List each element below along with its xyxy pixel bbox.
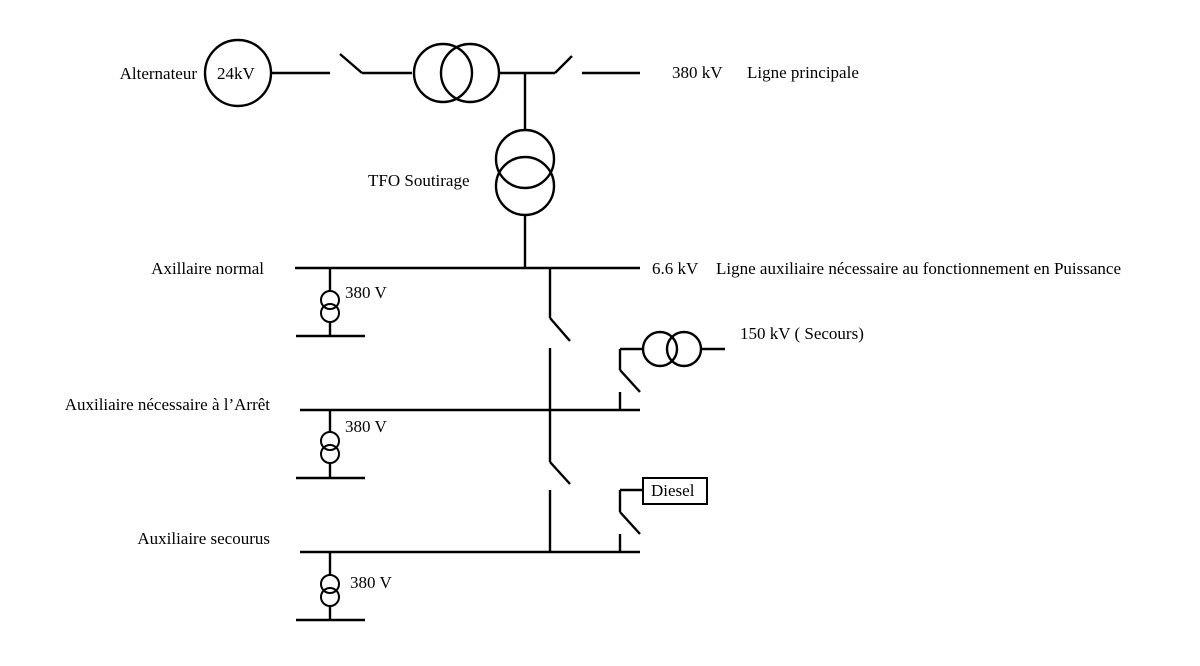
bus-normal-sub-voltage: 380 V	[345, 283, 387, 302]
bus-normal: Axillaire normal 6.6 kV Ligne auxiliaire…	[151, 259, 1121, 338]
bus-stop: Auxiliaire nécessaire à l’Arrêt 380 V	[65, 395, 640, 480]
bus-backup-label: Auxiliaire secourus	[137, 529, 270, 548]
diesel-breaker	[619, 511, 641, 535]
backup-transformer-secondary-coil	[665, 330, 703, 368]
bus-normal-transformer-coil	[320, 303, 340, 323]
bus-coupling	[548, 268, 571, 552]
tap-transformer-secondary-coil	[494, 155, 556, 217]
tap-transformer-primary-coil	[494, 128, 556, 190]
bus-backup: Auxiliaire secourus 380 V	[137, 529, 640, 622]
tap-transformer: TFO Soutirage	[368, 73, 556, 268]
line-breaker	[554, 55, 573, 74]
aux-line-voltage: 6.6 kV	[652, 259, 699, 278]
bus-normal-label: Axillaire normal	[151, 259, 264, 278]
main-transformer	[412, 42, 501, 104]
coupling-breaker-2	[549, 461, 571, 485]
bus-backup-transformer-coil	[320, 587, 340, 607]
bus-backup-sub-voltage: 380 V	[350, 573, 392, 592]
backup-source: 150 kV ( Secours)	[618, 324, 864, 410]
bus-backup-transformer-coil	[320, 574, 340, 594]
aux-line-label: Ligne auxiliaire nécessaire au fonctionn…	[716, 259, 1121, 278]
coupling-breaker-1	[549, 317, 571, 342]
backup-transformer-primary-coil	[641, 330, 679, 368]
main-transformer-primary-coil	[412, 42, 474, 104]
bus-stop-transformer-coil	[320, 431, 340, 451]
bus-stop-sub-voltage: 380 V	[345, 417, 387, 436]
backup-source-label: 150 kV ( Secours)	[740, 324, 864, 343]
diesel-source: Diesel	[618, 477, 708, 552]
backup-source-breaker	[619, 369, 641, 393]
main-line-voltage: 380 kV	[672, 63, 723, 82]
main-line-label: Ligne principale	[747, 63, 859, 82]
generator-voltage-label: 24kV	[217, 64, 256, 83]
generator-breaker	[339, 53, 363, 74]
bus-stop-label: Auxiliaire nécessaire à l’Arrêt	[65, 395, 271, 414]
generator: 24kV Alternateur	[120, 38, 273, 108]
main-line: 380 kV Ligne principale	[271, 42, 859, 104]
main-transformer-secondary-coil	[439, 42, 501, 104]
diesel-box	[642, 477, 708, 505]
generator-label: Alternateur	[120, 64, 198, 83]
bus-normal-transformer-coil	[320, 290, 340, 310]
tap-transformer-label: TFO Soutirage	[368, 171, 470, 190]
diesel-label: Diesel	[651, 481, 695, 500]
bus-stop-transformer-coil	[320, 444, 340, 464]
